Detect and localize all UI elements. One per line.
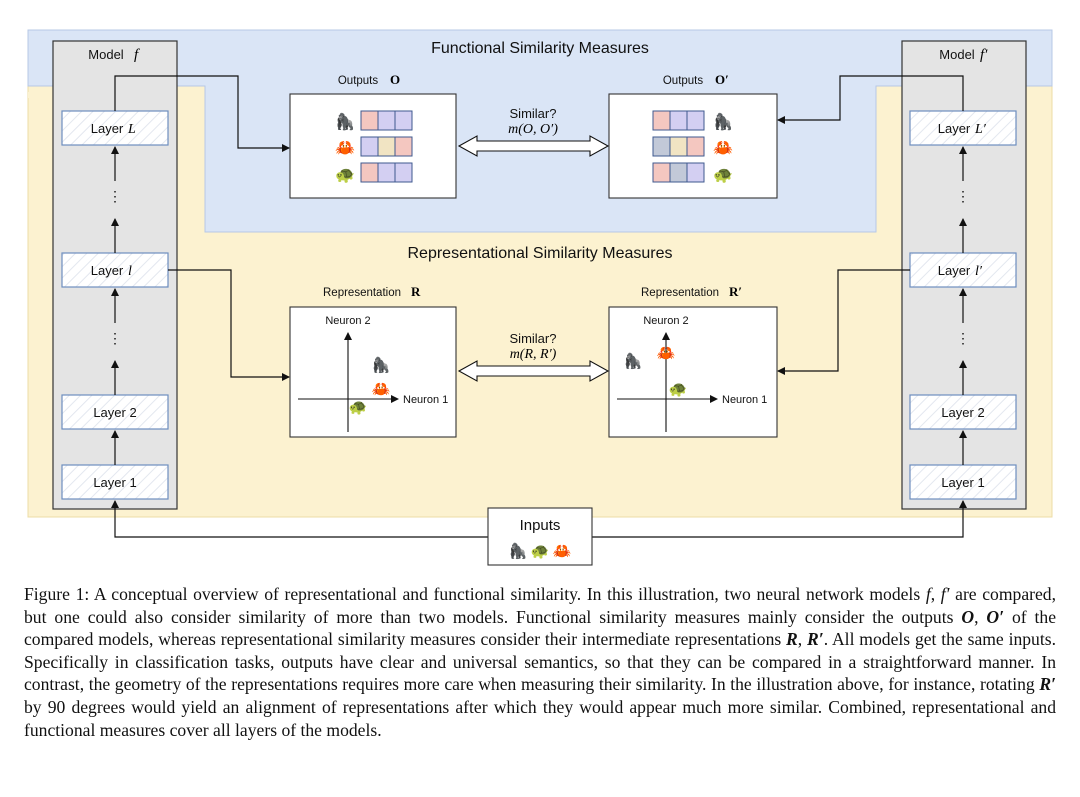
model-right-label: Model (939, 47, 975, 62)
model-left-symbol: f (134, 47, 140, 63)
svg-text:L′: L′ (974, 122, 987, 137)
inputs-box: Inputs 🦍 🐢 🦀 (487, 507, 593, 566)
similar-representational: Similar? m(R, R′) (457, 331, 610, 382)
svg-text:L: L (127, 122, 136, 137)
svg-text:Neuron 1: Neuron 1 (722, 394, 767, 406)
crab-icon: 🦀 (335, 140, 355, 157)
turtle-icon: 🐢 (713, 167, 733, 184)
right-layer-2: Layer 2 (909, 394, 1017, 430)
svg-text:Layer 2: Layer 2 (941, 405, 984, 420)
crab-icon: 🦀 (372, 381, 391, 398)
svg-text:Similar?: Similar? (510, 331, 557, 346)
gorilla-icon: 🦍 (713, 112, 733, 131)
crab-icon: 🦀 (713, 140, 733, 157)
svg-text:m(O, O′): m(O, O′) (508, 122, 558, 137)
figure-caption: Figure 1: A conceptual overview of repre… (24, 584, 1057, 740)
right-layer-top: Layer L′ (909, 110, 1017, 146)
svg-text:Layer 2: Layer 2 (93, 405, 136, 420)
svg-text:R: R (411, 284, 421, 299)
representational-title: Representational Similarity Measures (408, 245, 673, 262)
similar-functional: Similar? m(O, O′) (457, 106, 610, 157)
svg-text:Neuron 1: Neuron 1 (403, 394, 448, 406)
right-layer-mid: Layer l′ (909, 252, 1017, 288)
double-arrow-representational (457, 360, 610, 382)
right-layer-1: Layer 1 (909, 464, 1017, 500)
turtle-icon: 🐢 (531, 543, 550, 560)
caption-label: Figure 1: (24, 584, 90, 604)
outputs-left-box: Outputs O 🦍 🦀 🐢 (289, 72, 457, 199)
outputs-right-box: Outputs O′ 🦍 🦀 🐢 (608, 72, 778, 199)
svg-text:Representation: Representation (641, 287, 719, 299)
svg-text:Similar?: Similar? (510, 106, 557, 121)
svg-text:m(R, R′): m(R, R′) (510, 347, 557, 362)
crab-icon: 🦀 (657, 345, 676, 362)
left-layer-mid: Layer l (61, 252, 169, 288)
inputs-label: Inputs (520, 517, 561, 534)
model-right-symbol: f′ (980, 47, 988, 63)
gorilla-icon: 🦍 (372, 356, 391, 374)
svg-text:Neuron 2: Neuron 2 (325, 315, 370, 327)
left-layer-2: Layer 2 (61, 394, 169, 430)
model-internal-arrows (111, 146, 967, 465)
gorilla-icon: 🦍 (509, 542, 528, 560)
representation-left-box: Representation R Neuron 2 Neuron 1 🦍 🦀 🐢 (289, 284, 457, 438)
turtle-icon: 🐢 (349, 399, 368, 416)
functional-title: Functional Similarity Measures (431, 40, 649, 57)
representation-right-box: Representation R′ Neuron 2 Neuron 1 🦍 🦀 … (608, 284, 778, 438)
svg-text:Layer: Layer (91, 121, 124, 136)
crab-icon: 🦀 (553, 543, 572, 560)
model-left-label: Model (88, 47, 124, 62)
left-dots-bottom: ⋮ (108, 330, 122, 346)
right-dots-top: ⋮ (956, 188, 970, 204)
connectors (111, 75, 967, 538)
gorilla-icon: 🦍 (624, 352, 643, 370)
svg-text:l′: l′ (975, 264, 983, 279)
svg-text:O: O (390, 72, 400, 87)
gorilla-icon: 🦍 (335, 112, 355, 131)
svg-text:Outputs: Outputs (663, 75, 704, 87)
svg-text:Layer: Layer (91, 263, 124, 278)
right-dots-bottom: ⋮ (956, 330, 970, 346)
svg-text:Neuron 2: Neuron 2 (643, 315, 688, 327)
svg-text:Layer: Layer (938, 263, 971, 278)
svg-text:l: l (128, 264, 132, 279)
svg-text:O′: O′ (715, 72, 729, 87)
svg-text:R′: R′ (729, 284, 742, 299)
svg-text:Representation: Representation (323, 287, 401, 299)
turtle-icon: 🐢 (669, 381, 688, 398)
turtle-icon: 🐢 (335, 167, 355, 184)
left-layer-1: Layer 1 (61, 464, 169, 500)
left-layer-top: Layer L (61, 110, 169, 146)
svg-text:Outputs: Outputs (338, 75, 379, 87)
similarity-diagram: Functional Similarity Measures Represent… (27, 29, 1053, 566)
svg-text:Layer: Layer (938, 121, 971, 136)
double-arrow-functional (457, 135, 610, 157)
left-dots-top: ⋮ (108, 188, 122, 204)
svg-text:Layer 1: Layer 1 (93, 475, 136, 490)
svg-text:Layer 1: Layer 1 (941, 475, 984, 490)
